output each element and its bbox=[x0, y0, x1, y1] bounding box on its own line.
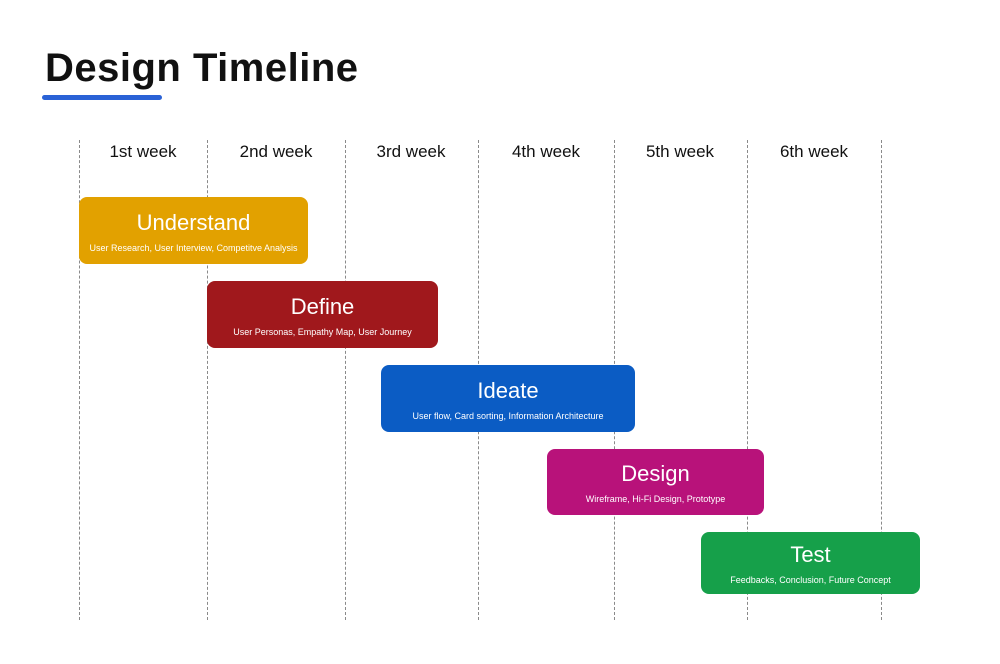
phase-design: Design Wireframe, Hi-Fi Design, Prototyp… bbox=[547, 449, 764, 515]
phase-activities: User Research, User Interview, Competitv… bbox=[89, 242, 298, 253]
phase-activities: Wireframe, Hi-Fi Design, Prototype bbox=[585, 494, 726, 504]
phase-understand: Understand User Research, User Interview… bbox=[79, 197, 308, 264]
page-title: Design Timeline bbox=[45, 46, 359, 90]
week-divider bbox=[345, 140, 346, 620]
phase-title: Understand bbox=[136, 209, 251, 235]
phase-title: Design bbox=[621, 461, 690, 486]
phase-test: Test Feedbacks, Conclusion, Future Conce… bbox=[701, 532, 920, 594]
phase-activities: User flow, Card sorting, Information Arc… bbox=[412, 410, 604, 421]
week-label-6: 6th week bbox=[779, 142, 849, 161]
phase-define: Define User Personas, Empathy Map, User … bbox=[207, 281, 438, 348]
week-divider bbox=[747, 140, 748, 620]
week-label-1: 1st week bbox=[109, 142, 177, 161]
week-label-4: 4th week bbox=[511, 142, 581, 161]
phase-activities: Feedbacks, Conclusion, Future Concept bbox=[730, 575, 891, 585]
phase-title: Test bbox=[790, 542, 831, 567]
week-label-3: 3rd week bbox=[376, 142, 446, 161]
phase-activities: User Personas, Empathy Map, User Journey bbox=[233, 326, 412, 337]
week-label-2: 2nd week bbox=[239, 142, 313, 161]
week-divider bbox=[79, 140, 80, 620]
title-underline bbox=[42, 95, 162, 100]
week-divider bbox=[881, 140, 882, 620]
phase-title: Ideate bbox=[477, 377, 539, 403]
phase-title: Define bbox=[290, 293, 355, 319]
week-label-5: 5th week bbox=[645, 142, 715, 161]
phase-ideate: Ideate User flow, Card sorting, Informat… bbox=[381, 365, 635, 432]
week-divider bbox=[207, 140, 208, 620]
